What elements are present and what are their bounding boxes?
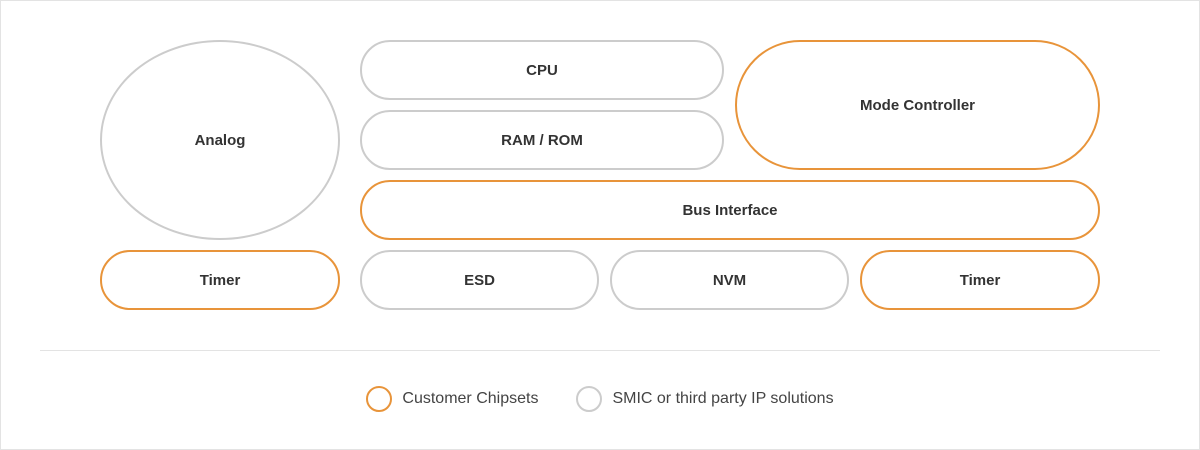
customer-swatch-icon	[366, 386, 393, 412]
timer-right-label: Timer	[959, 271, 1001, 289]
mode-controller-block: Mode Controller	[735, 40, 1100, 170]
mode-controller-label: Mode Controller	[860, 96, 975, 114]
bus-interface-block: Bus Interface	[360, 180, 1100, 240]
analog-block: Analog	[100, 40, 340, 240]
analog-label: Analog	[194, 131, 246, 149]
legend-divider	[40, 350, 1160, 351]
timer-left-block: Timer	[100, 250, 340, 310]
cpu-label: CPU	[526, 61, 558, 79]
legend-item-customer: Customer Chipsets	[366, 386, 538, 412]
legend-customer-label: Customer Chipsets	[402, 390, 539, 407]
legend-item-ip: SMIC or third party IP solutions	[576, 386, 834, 412]
timer-left-label: Timer	[199, 271, 241, 289]
nvm-block: NVM	[610, 250, 849, 310]
cpu-block: CPU	[360, 40, 724, 100]
bus-interface-label: Bus Interface	[682, 201, 778, 219]
ram-rom-label: RAM / ROM	[501, 131, 583, 149]
nvm-label: NVM	[712, 271, 747, 289]
timer-right-block: Timer	[860, 250, 1100, 310]
legend-ip-label: SMIC or third party IP solutions	[612, 390, 834, 407]
legend: Customer Chipsets SMIC or third party IP…	[0, 384, 1200, 414]
esd-block: ESD	[360, 250, 599, 310]
ram-rom-block: RAM / ROM	[360, 110, 724, 170]
ip-swatch-icon	[576, 386, 603, 412]
esd-label: ESD	[464, 271, 495, 289]
